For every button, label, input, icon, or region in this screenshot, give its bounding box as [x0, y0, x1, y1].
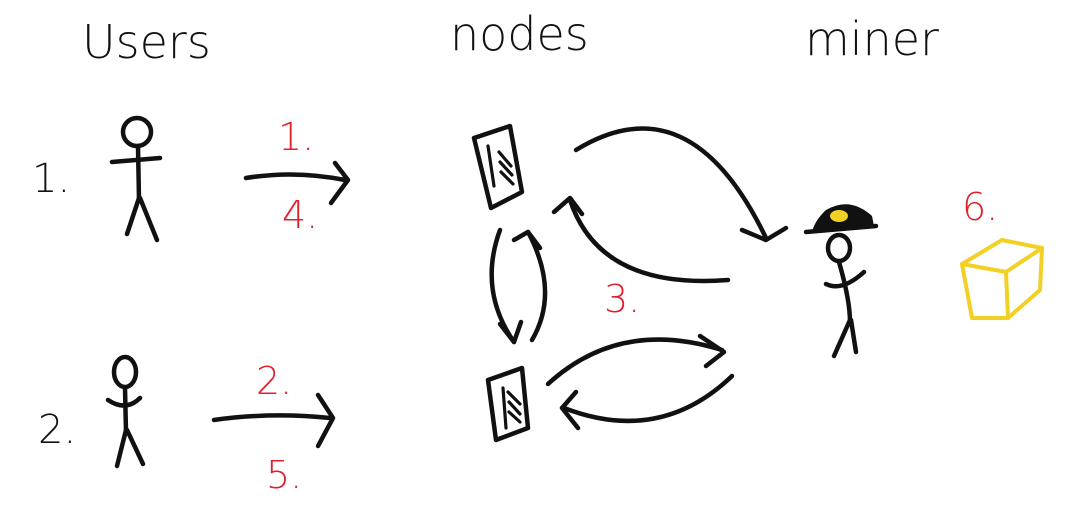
arrows-top-node-miner: [551, 126, 789, 284]
user-label-2: 2.: [38, 407, 76, 453]
arrows-bottom-node-miner: [545, 333, 735, 431]
arrow-user1-to-nodes: [243, 160, 351, 206]
header-users: Users: [82, 15, 211, 69]
step-1-label: 1.: [278, 115, 314, 159]
header-nodes: nodes: [450, 7, 589, 61]
arrow-user2-to-nodes: [211, 392, 336, 449]
step-2-label: 2.: [256, 359, 292, 403]
step-3-label: 3.: [604, 277, 640, 321]
step-6-label: 6.: [962, 185, 998, 229]
arrows-node-to-node: [489, 227, 548, 345]
user-2-stick-figure-icon: [105, 354, 146, 469]
user-1-stick-figure-icon: [109, 115, 163, 243]
node-bottom-document-icon: [485, 365, 531, 443]
miner-figure-icon: [803, 204, 879, 359]
step-4-label: 4.: [282, 193, 318, 237]
user-label-1: 1.: [32, 156, 70, 202]
step-5-label: 5.: [266, 453, 302, 497]
block-cube-icon: [960, 238, 1044, 320]
header-miner: miner: [805, 12, 939, 66]
node-top-document-icon: [471, 123, 525, 211]
